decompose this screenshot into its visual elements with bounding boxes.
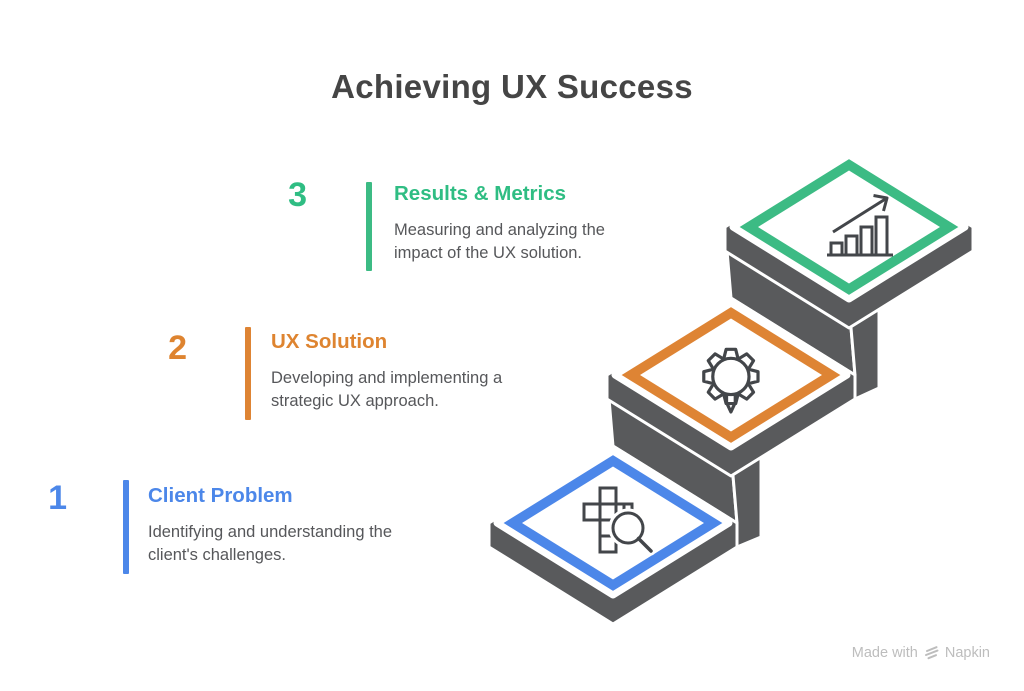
step-1-diamond — [493, 447, 733, 599]
watermark-brand: Napkin — [944, 644, 990, 661]
step-1-heading: Client Problem — [148, 484, 293, 507]
step-3-accent-bar — [366, 182, 372, 271]
step-3-number: 3 — [288, 176, 307, 214]
step-3-text: Results & Metrics Measuring and analyzin… — [394, 182, 646, 265]
step-3-diamond — [729, 151, 969, 303]
watermark: Made with Napkin — [852, 644, 990, 661]
gear-lightbulb-icon — [702, 347, 760, 414]
step-1-number: 1 — [48, 479, 67, 517]
step-1-description: Identifying and understanding the client… — [148, 522, 393, 564]
step-3-heading: Results & Metrics — [394, 182, 567, 205]
step-2-accent-bar — [245, 327, 251, 420]
step-1-text: Client Problem Identifying and understan… — [148, 484, 436, 567]
step-2-number: 2 — [168, 329, 187, 367]
growth-chart-icon — [827, 194, 893, 257]
page-title: Achieving UX Success — [331, 68, 693, 105]
step-2-description: Developing and implementing a strategic … — [271, 368, 503, 410]
step-2-text: UX Solution Developing and implementing … — [271, 330, 535, 413]
step-1-accent-bar — [123, 480, 129, 574]
grid-search-icon — [582, 486, 656, 556]
step-2-heading: UX Solution — [271, 330, 388, 353]
step-3-description: Measuring and analyzing the impact of th… — [394, 220, 605, 262]
napkin-logo-icon — [924, 646, 939, 660]
watermark-prefix: Made with — [851, 644, 918, 661]
step-2-diamond — [611, 299, 851, 451]
